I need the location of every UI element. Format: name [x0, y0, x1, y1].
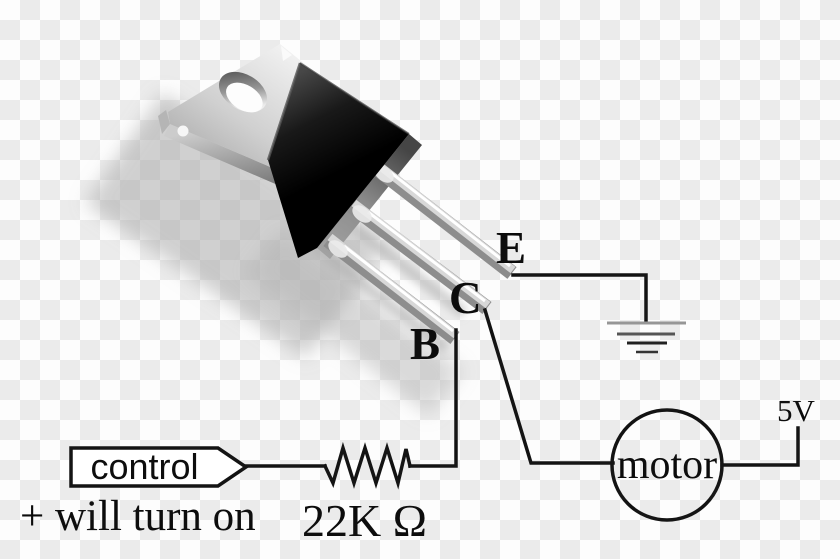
body-bottom-face — [317, 134, 422, 259]
control-flag-outline — [69, 446, 250, 488]
transistor-body — [266, 62, 410, 258]
transistor-legs — [323, 159, 517, 344]
transistor-shadow — [85, 92, 468, 415]
wire-motor-to-5v — [720, 426, 800, 467]
pin-label-c: C — [449, 273, 482, 323]
pin-label-e: E — [496, 223, 527, 273]
resistor-value: 22K Ω — [302, 495, 427, 546]
resistor-symbol — [322, 441, 413, 490]
supply-voltage-label: 5V — [777, 393, 815, 428]
tab-top-notch — [281, 46, 292, 61]
ground-symbol — [607, 321, 686, 354]
tab-screw-hole — [218, 71, 268, 113]
wire-c-to-motor — [482, 307, 615, 465]
wire-e-to-ground — [511, 273, 648, 323]
control-flag-label: control — [90, 446, 199, 487]
transistor-leg-e — [369, 159, 517, 279]
control-note: + will turn on — [20, 493, 256, 540]
solder-highlights — [328, 165, 394, 258]
transistor-leg-b — [323, 233, 460, 344]
pin-label-b: B — [410, 319, 441, 369]
wire-b-to-resistor — [408, 328, 458, 468]
motor-label: motor — [616, 442, 718, 488]
transistor-leg-c — [347, 199, 492, 314]
tab-edge-notch — [177, 125, 189, 137]
